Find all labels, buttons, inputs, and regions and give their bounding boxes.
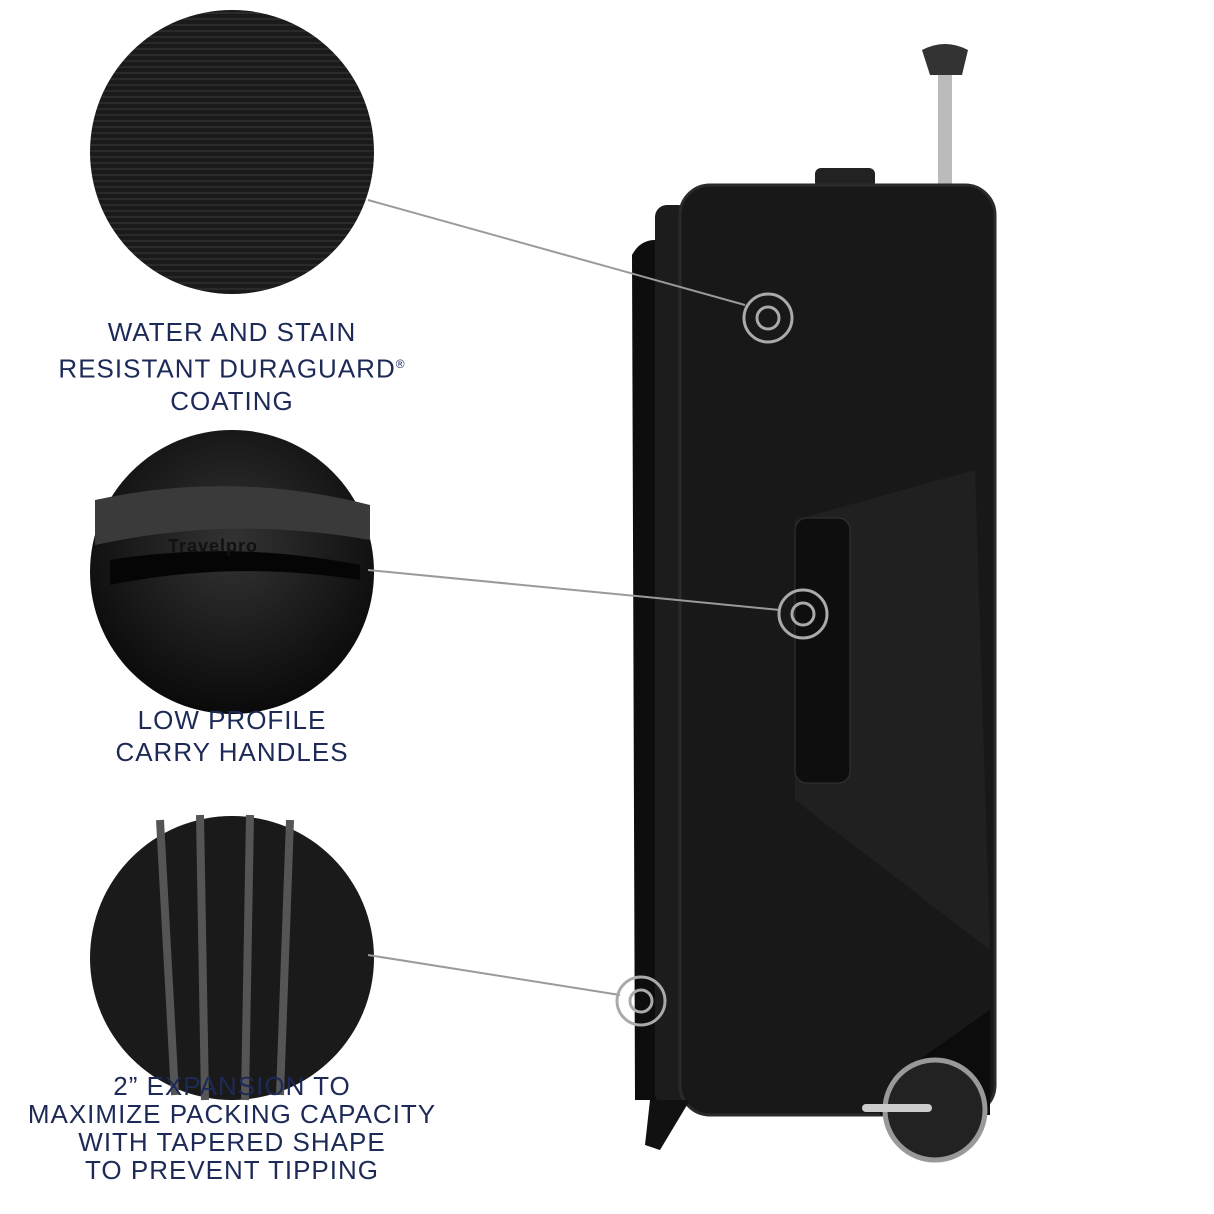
feature-line: MAXIMIZE PACKING CAPACITY xyxy=(27,1099,437,1129)
expansion-detail-circle xyxy=(90,814,374,1101)
feature-duraguard: WATER AND STAIN RESISTANT DURAGUARD® COA… xyxy=(0,316,464,417)
feature-line: CARRY HANDLES xyxy=(115,737,349,767)
callout-markers xyxy=(615,292,829,1027)
registered-mark: ® xyxy=(395,357,406,371)
suitcase xyxy=(632,44,997,1163)
side-carry-handle xyxy=(794,517,851,784)
feature-expansion: 2” EXPANSION TO MAXIMIZE PACKING CAPACIT… xyxy=(0,1072,464,1184)
feature-line: WITH TAPERED SHAPE xyxy=(78,1127,386,1157)
feature-carry-handles: LOW PROFILE CARRY HANDLES xyxy=(0,704,464,768)
feature-line: LOW PROFILE xyxy=(137,705,327,735)
handle-detail-circle xyxy=(90,430,374,714)
feature-line-text: RESISTANT DURAGUARD xyxy=(58,353,396,384)
brand-logo: Travelpro xyxy=(168,536,259,556)
telescoping-handle xyxy=(938,70,952,190)
feature-line: WATER AND STAIN xyxy=(107,317,357,347)
feature-line: RESISTANT DURAGUARD® xyxy=(0,348,464,385)
feature-line: 2” EXPANSION TO xyxy=(113,1071,351,1101)
fabric-detail-circle xyxy=(90,10,374,294)
feature-line: COATING xyxy=(170,385,294,416)
feature-line: TO PREVENT TIPPING xyxy=(85,1155,379,1185)
callout-lines xyxy=(367,199,781,996)
